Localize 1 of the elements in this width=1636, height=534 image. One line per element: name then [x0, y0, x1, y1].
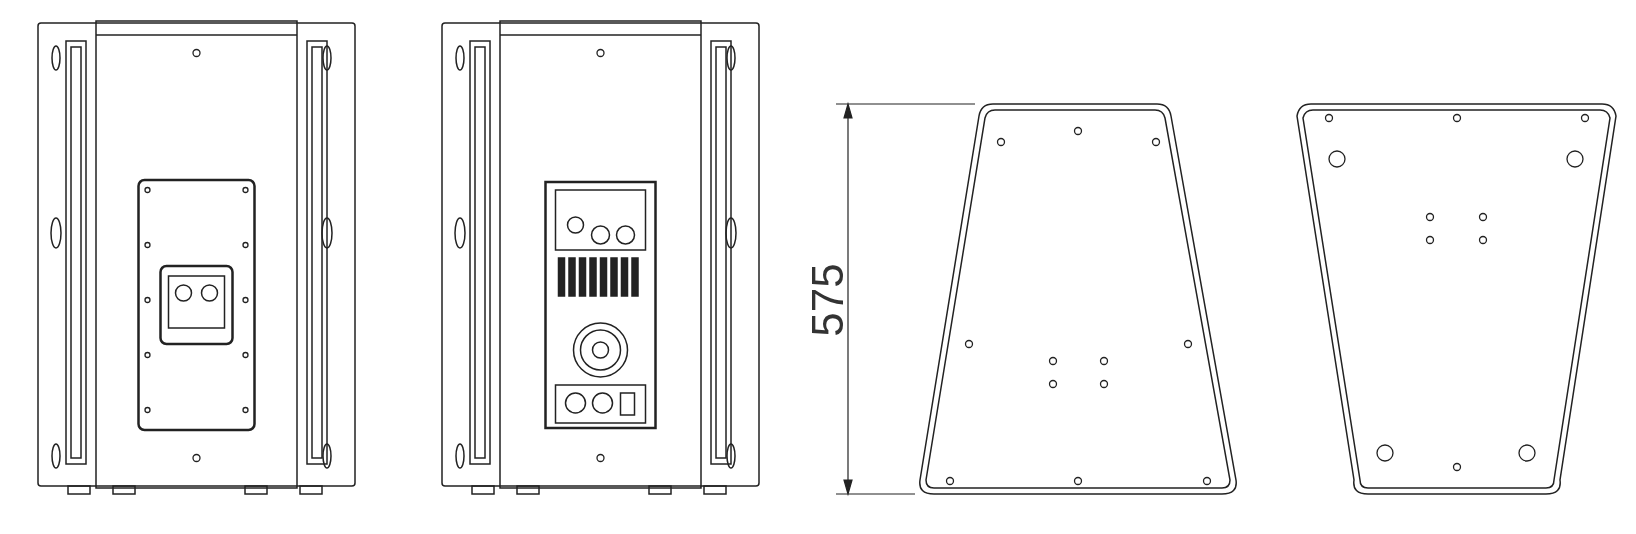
- dimension-label: 575: [806, 263, 850, 337]
